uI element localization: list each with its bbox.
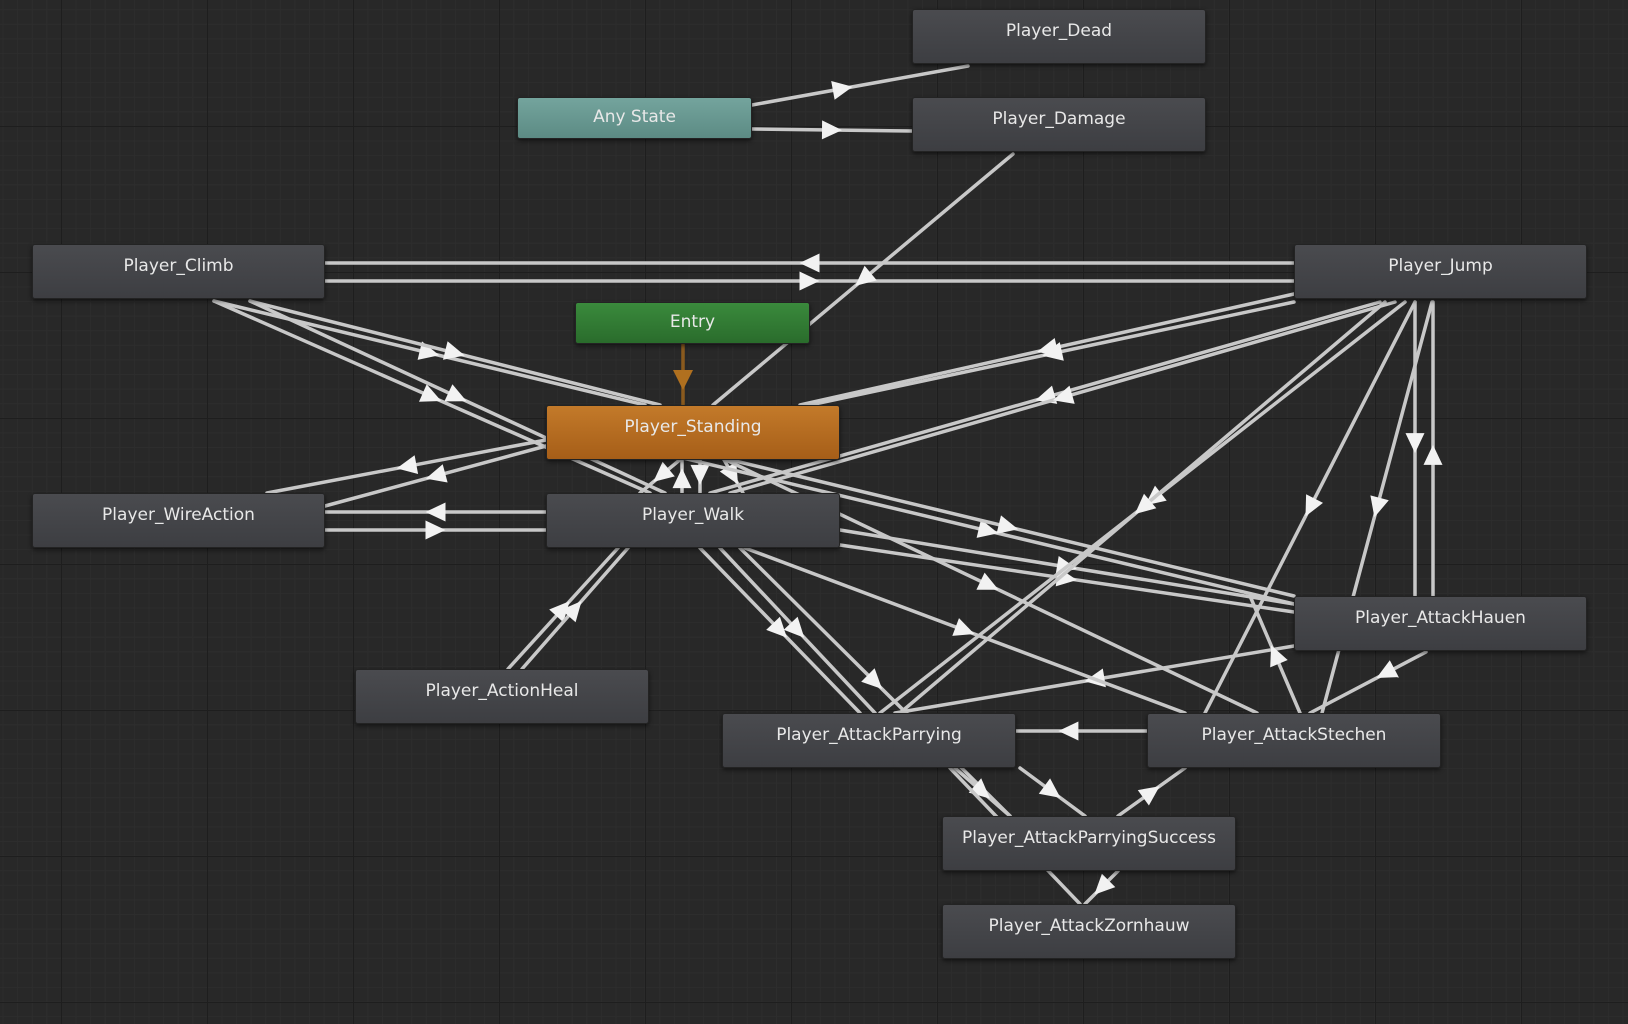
transition-arrow-icon — [419, 384, 442, 402]
transition-heal-to-walk[interactable] — [506, 546, 620, 671]
transition-arrow-icon — [976, 519, 999, 538]
transition-walk-to-heal[interactable] — [520, 546, 630, 671]
state-player-actionheal[interactable]: Player_ActionHeal — [355, 669, 649, 724]
transition-climb-to-jump[interactable] — [323, 271, 1296, 291]
transition-standing-to-walk[interactable] — [690, 458, 710, 495]
transition-arrow-icon — [444, 384, 467, 402]
transition-arrow-icon — [952, 618, 975, 636]
transition-arrow-icon — [1305, 494, 1323, 517]
transition-entry-to-standing[interactable] — [673, 342, 693, 407]
state-player-attackstechen[interactable]: Player_AttackStechen — [1147, 713, 1441, 768]
transition-walk-to-standing[interactable] — [672, 458, 692, 495]
transition-arrow-icon — [672, 468, 692, 489]
transition-jump-to-walk[interactable] — [708, 300, 1382, 495]
transition-wire-to-standing[interactable] — [323, 444, 548, 508]
transition-arrow-icon — [425, 520, 446, 540]
transition-line[interactable] — [1308, 650, 1428, 715]
transition-standing-to-damage[interactable] — [711, 152, 1015, 407]
transition-standing-walk-a[interactable] — [638, 456, 684, 495]
state-player-attackparryingsuccess[interactable]: Player_AttackParryingSuccess — [942, 816, 1236, 871]
transition-walk-to-stechen[interactable] — [743, 546, 1187, 715]
transition-walk-to-jump[interactable] — [728, 300, 1397, 495]
transition-stechen-to-parry[interactable] — [1014, 721, 1149, 741]
transition-arrow-icon — [1376, 660, 1399, 678]
state-player-wireaction[interactable]: Player_WireAction — [32, 493, 325, 548]
transition-climb-to-standing[interactable] — [248, 299, 662, 407]
transition-arrow-icon — [549, 601, 570, 623]
transition-arrow-icon — [443, 341, 465, 360]
transition-hauen-to-jump[interactable] — [1423, 300, 1443, 598]
transition-stechen-to-hauen[interactable] — [1308, 650, 1428, 715]
state-any-state[interactable]: Any State — [517, 97, 752, 139]
state-player-attackhauen[interactable]: Player_AttackHauen — [1294, 596, 1587, 651]
transition-jump-to-climb[interactable] — [323, 253, 1296, 273]
transition-arrow-icon — [1134, 493, 1157, 514]
transition-arrow-icon — [719, 462, 738, 485]
transition-arrow-icon — [1405, 433, 1425, 454]
state-player-attackparrying[interactable]: Player_AttackParrying — [722, 713, 1016, 768]
state-player-dead[interactable]: Player_Dead — [912, 9, 1206, 64]
transition-arrow-icon — [855, 265, 877, 286]
transition-arrow-icon — [861, 668, 883, 689]
transition-arrow-icon — [1137, 786, 1160, 806]
transition-arrow-icon — [831, 81, 853, 100]
transition-any-to-dead[interactable] — [750, 64, 970, 107]
transition-stechen-to-psucc[interactable] — [1116, 766, 1187, 818]
transition-climb-to-walk[interactable] — [248, 299, 667, 495]
transition-walk-to-wire[interactable] — [323, 502, 548, 522]
transition-arrow-icon — [396, 455, 419, 474]
transition-hauen-to-standing[interactable] — [721, 456, 1296, 598]
state-player-walk[interactable]: Player_Walk — [546, 493, 840, 548]
transition-arrow-icon — [1052, 385, 1075, 404]
transition-stechen-hauen[interactable] — [1248, 594, 1302, 715]
transition-line[interactable] — [750, 64, 970, 107]
transition-arrow-icon — [766, 616, 787, 638]
transition-any-to-damage[interactable] — [750, 120, 914, 140]
transition-arrow-icon — [425, 502, 446, 522]
transition-arrow-icon — [673, 370, 693, 390]
transition-arrow-icon — [653, 461, 675, 482]
transition-walk-to-climb[interactable] — [212, 299, 652, 495]
transition-arrow-icon — [976, 572, 999, 590]
transition-jump-to-hauen[interactable] — [1405, 300, 1425, 598]
transition-parry-to-jump[interactable] — [898, 300, 1387, 715]
transition-standing-to-jump[interactable] — [808, 300, 1296, 407]
transition-arrow-icon — [799, 253, 820, 273]
transition-standing-walk-b[interactable] — [719, 456, 745, 495]
transition-walk-to-parry[interactable] — [698, 546, 862, 715]
transition-parry-psucc-b[interactable] — [1018, 766, 1087, 818]
transition-walk-to-psucc[interactable] — [738, 546, 1012, 818]
transition-arrow-icon — [425, 464, 448, 483]
transition-arrow-icon — [1038, 778, 1061, 798]
state-entry[interactable]: Entry — [575, 302, 810, 344]
transition-psucc-to-zorn[interactable] — [1083, 869, 1120, 906]
transition-standing-to-hauen[interactable] — [681, 456, 1296, 606]
transition-arrow-icon — [1094, 873, 1116, 895]
transition-arrow-icon — [1423, 444, 1443, 465]
transition-parry-to-psucc[interactable] — [953, 766, 1012, 818]
transition-arrow-icon — [799, 271, 820, 291]
transition-jump-to-stechen[interactable] — [1203, 300, 1417, 715]
transition-arrow-icon — [1270, 645, 1288, 668]
transition-arrow-icon — [821, 120, 842, 140]
transition-arrow-icon — [1370, 495, 1389, 518]
transition-arrow-icon — [561, 601, 582, 623]
state-player-attackzornhauw[interactable]: Player_AttackZornhauw — [942, 904, 1236, 959]
state-player-jump[interactable]: Player_Jump — [1294, 244, 1587, 299]
transition-standing-to-wire[interactable] — [265, 438, 548, 495]
state-player-climb[interactable]: Player_Climb — [32, 244, 325, 299]
state-player-standing[interactable]: Player_Standing — [546, 405, 840, 460]
transition-parry-to-walk[interactable] — [718, 546, 877, 715]
transition-arrow-icon — [690, 464, 710, 485]
transition-arrow-icon — [783, 616, 805, 638]
transition-wire-to-walk[interactable] — [323, 520, 548, 540]
transition-arrow-icon — [996, 515, 1019, 534]
state-player-damage[interactable]: Player_Damage — [912, 97, 1206, 152]
transition-jump-to-standing[interactable] — [798, 292, 1296, 407]
transition-arrow-icon — [1042, 342, 1064, 361]
transition-arrow-icon — [1058, 721, 1079, 741]
